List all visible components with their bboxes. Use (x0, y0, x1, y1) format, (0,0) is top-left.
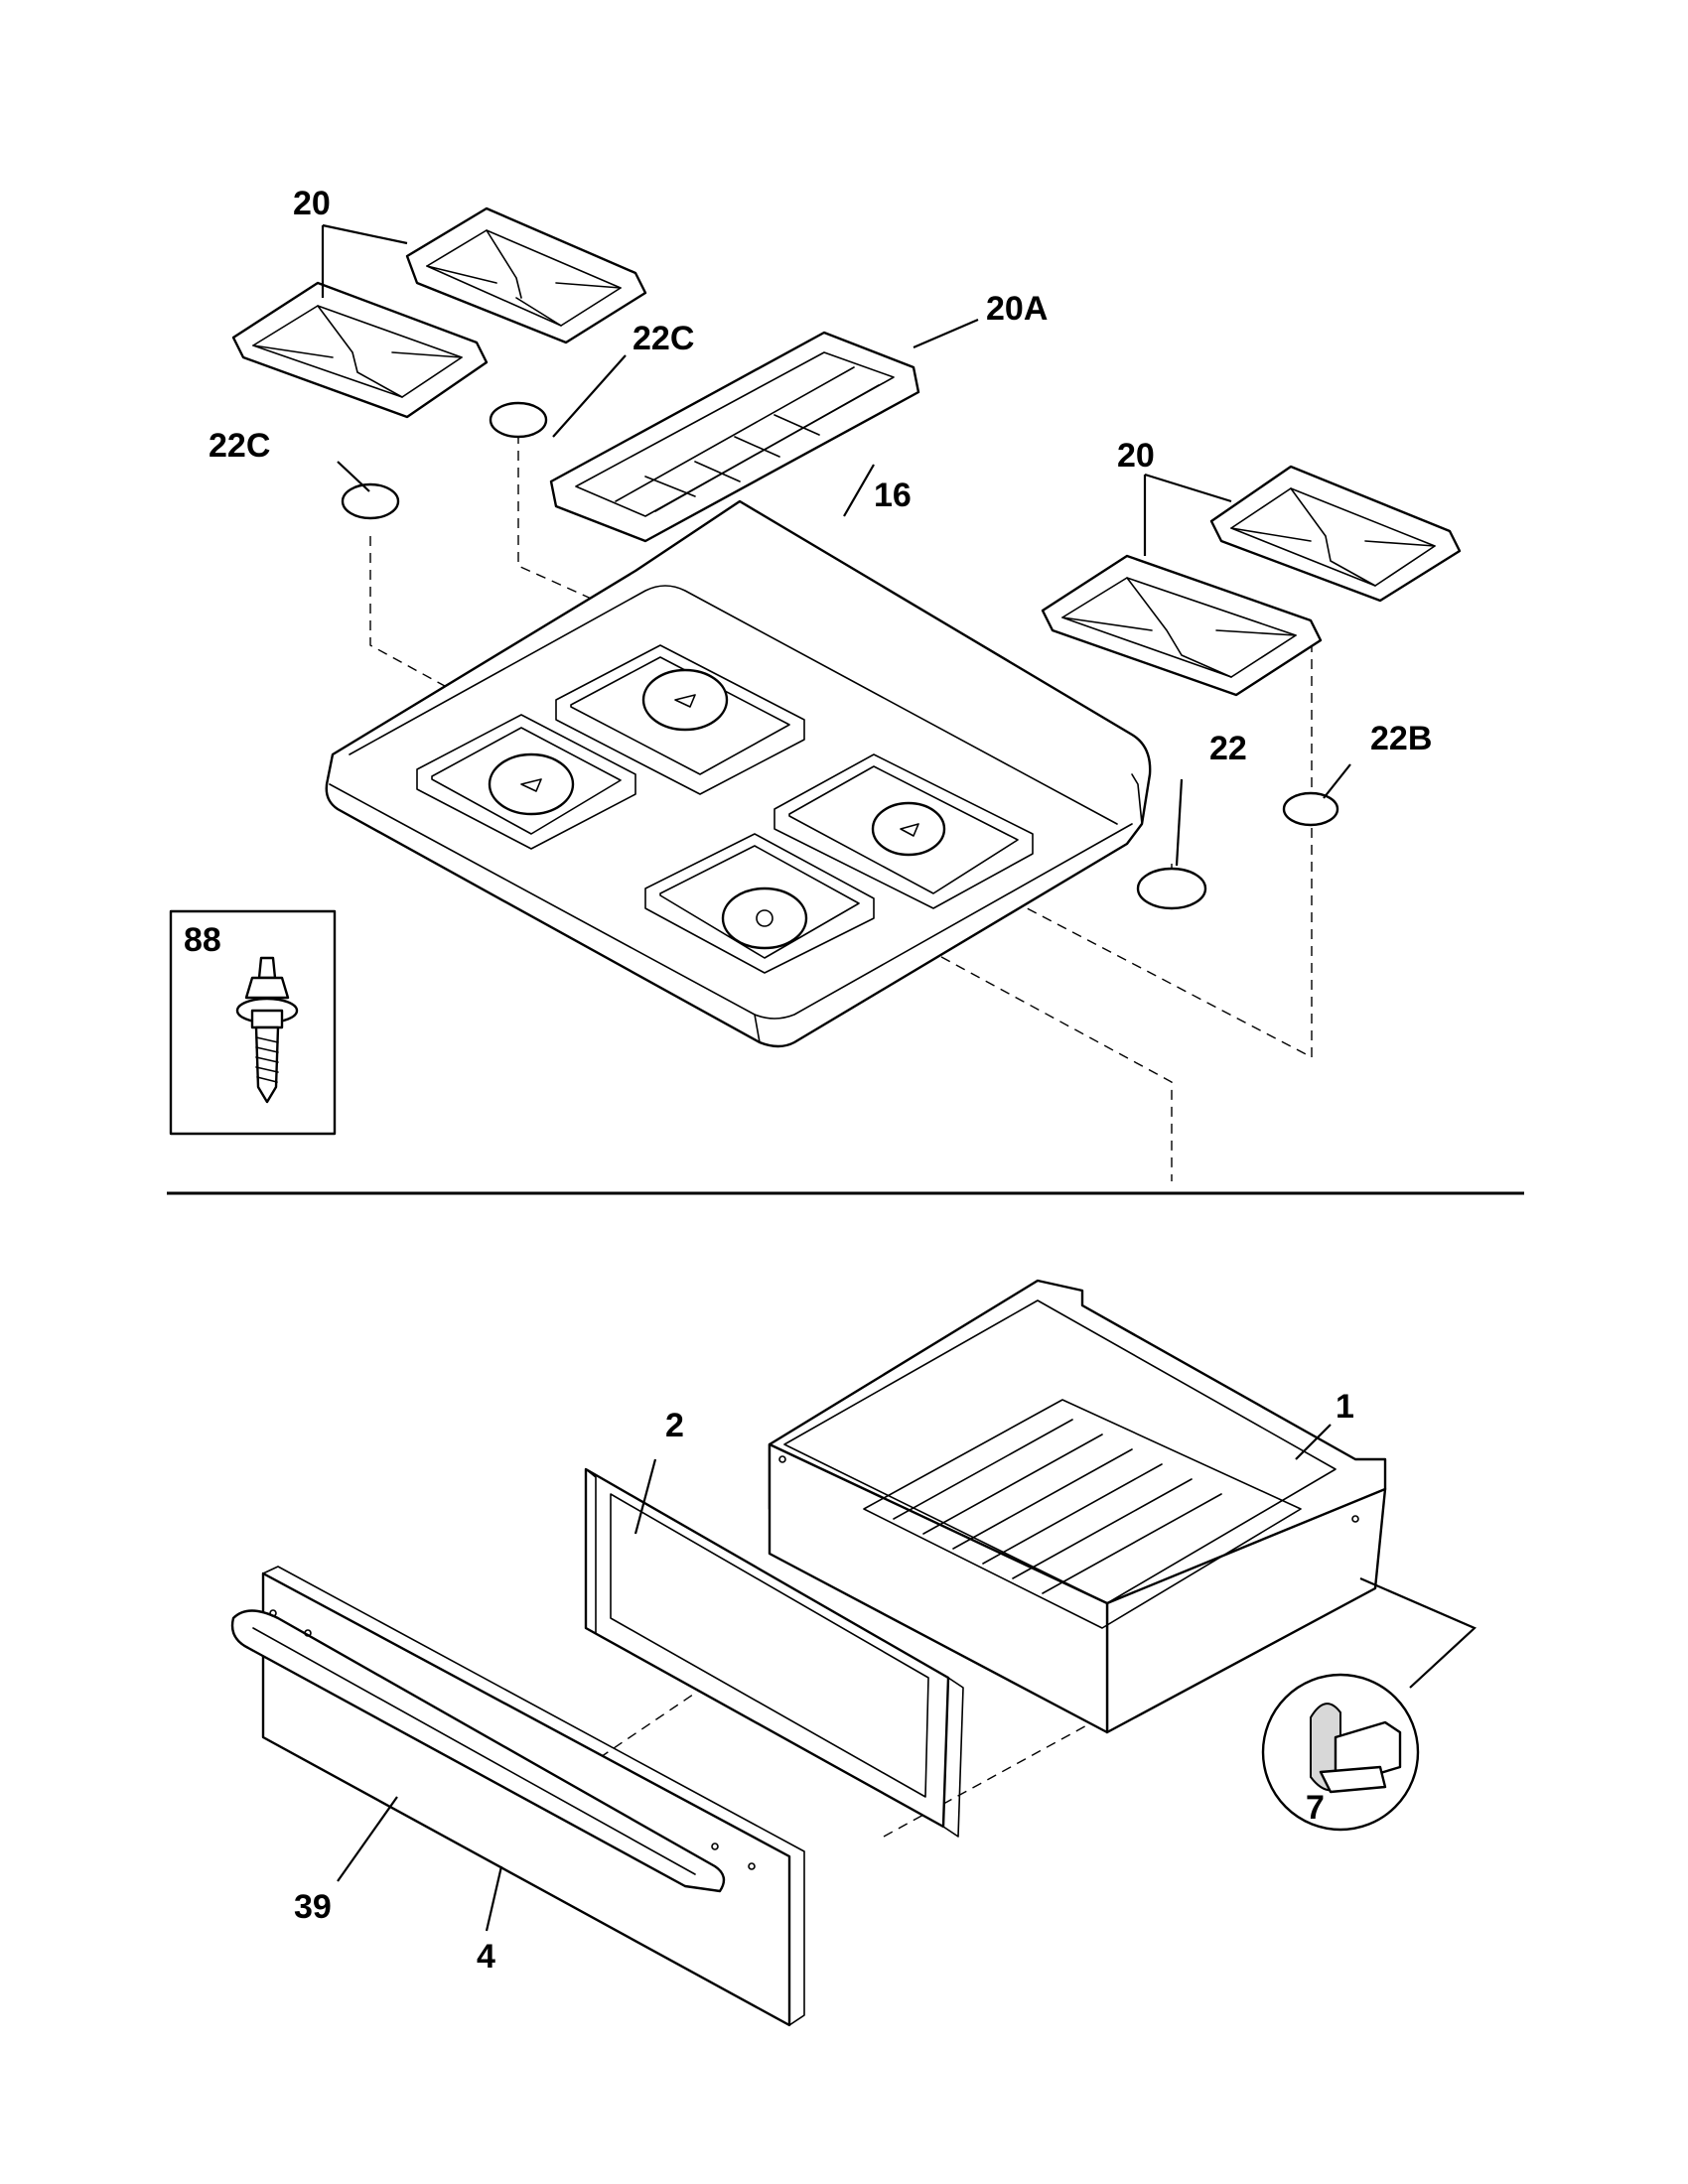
cap-22b (1282, 791, 1339, 827)
grate-right-front (1041, 554, 1323, 697)
callout-handle: 39 (294, 1888, 332, 1926)
callout-cooktop: 16 (874, 477, 912, 514)
callout-cap-right-rear: 22B (1370, 720, 1432, 757)
callout-fastener: 88 (184, 921, 221, 959)
callout-cap-right-front: 22 (1209, 730, 1247, 767)
leaders-bottom (337, 1424, 1332, 1932)
leaders-top (321, 223, 1351, 867)
callout-drawer-panel: 4 (477, 1938, 495, 1976)
drawer-panel (230, 1566, 805, 2027)
fastener-inset (169, 909, 337, 1136)
grate-center (549, 331, 920, 543)
callout-grates-left: 20 (293, 185, 331, 222)
callout-grates-right: 20 (1117, 437, 1155, 475)
grate-left-rear (405, 206, 647, 344)
drawer-body (768, 1279, 1387, 1734)
grate-left-front (231, 281, 489, 419)
callout-grate-center: 20A (986, 290, 1048, 328)
grate-right-rear (1209, 465, 1462, 603)
cap-22c-rear (489, 401, 548, 439)
callout-cap-left-top: 22C (633, 320, 694, 357)
cooktop-panel (325, 499, 1152, 1048)
callout-drawer-front-frame: 2 (665, 1407, 684, 1444)
roller-inset (1261, 1576, 1477, 1832)
callout-roller: 7 (1306, 1789, 1325, 1827)
cap-22c-front (341, 482, 400, 520)
cap-22 (1136, 867, 1207, 910)
callout-drawer-body: 1 (1336, 1388, 1354, 1426)
callout-cap-left-bottom: 22C (209, 427, 270, 465)
drawer-front-frame (584, 1467, 964, 1838)
